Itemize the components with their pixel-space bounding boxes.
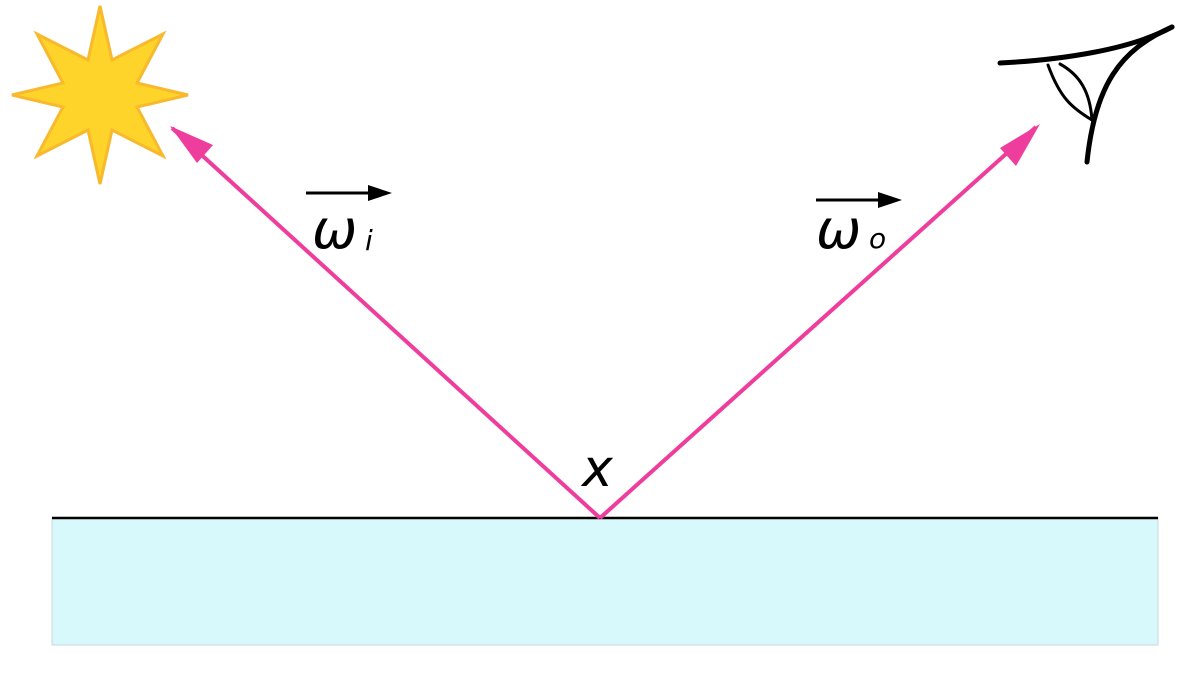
incident-ray-arrowhead	[170, 126, 213, 163]
eye-iris	[1046, 63, 1094, 122]
outgoing-omega: ω	[816, 198, 861, 261]
incident-subscript: i	[365, 224, 373, 257]
outgoing-vector-arrowhead	[878, 192, 902, 208]
outgoing-ray-arrowhead	[1000, 124, 1040, 166]
point-label: x	[580, 439, 614, 499]
eye-iris-curve	[1058, 62, 1094, 122]
incident-ray	[170, 126, 602, 520]
eye-lid	[997, 24, 1175, 66]
sun-icon	[11, 5, 189, 185]
incident-omega: ω	[312, 198, 357, 261]
eye-brow	[1084, 24, 1175, 165]
surface-body	[51, 517, 1159, 646]
incident-vector-arrowhead	[368, 185, 392, 201]
outgoing-subscript: o	[869, 222, 886, 255]
incident-direction-label: ω i	[306, 185, 392, 261]
eye-icon	[997, 24, 1175, 165]
outgoing-direction-label: ω o	[816, 192, 902, 261]
outgoing-ray	[598, 125, 1038, 520]
